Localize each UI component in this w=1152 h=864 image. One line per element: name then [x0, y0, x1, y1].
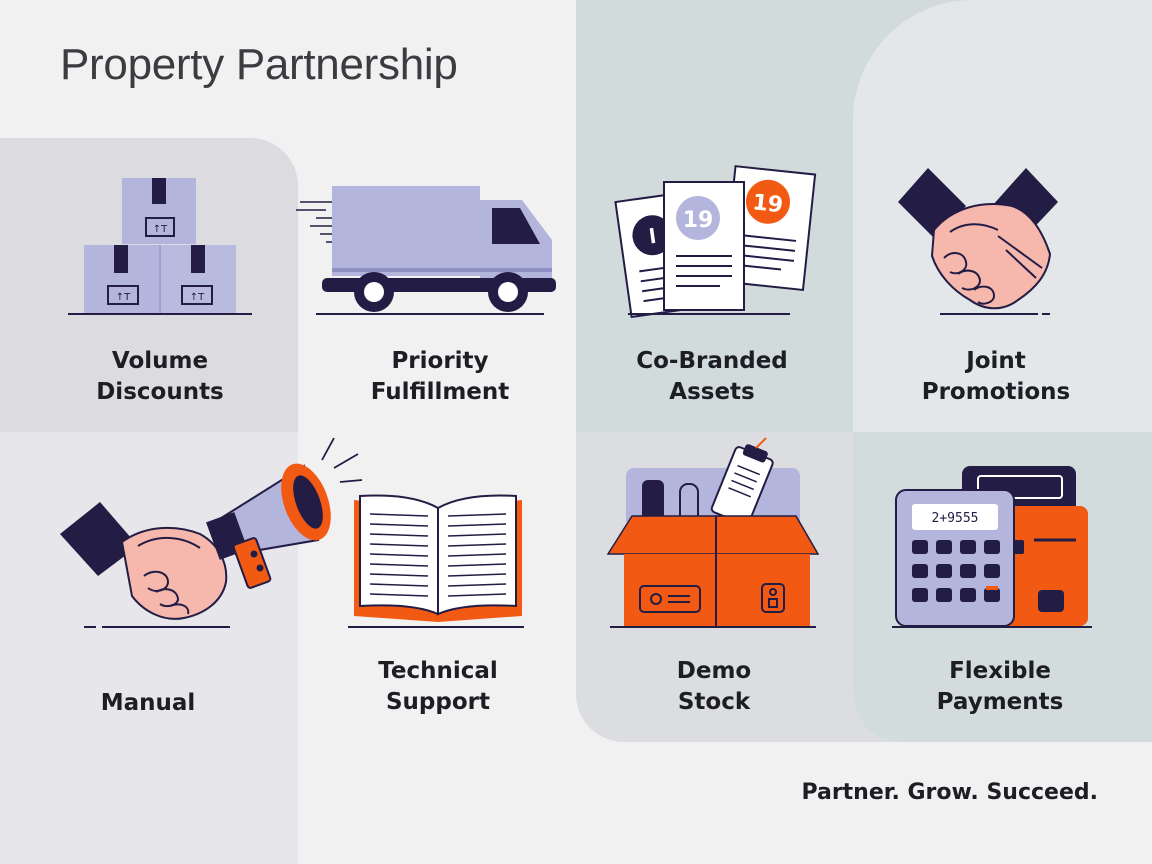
tile-label-line2: Support: [385, 689, 490, 715]
tile-label-line2: Discounts: [96, 379, 224, 405]
tile-label: Manual: [4, 688, 292, 719]
doc-mark: 19: [683, 208, 714, 233]
tile-label-line1: Joint: [966, 348, 1026, 374]
tile-label: Priority Fulfillment: [296, 346, 584, 408]
tile-label: Joint Promotions: [852, 346, 1140, 408]
box-mark: ↑T: [190, 292, 205, 303]
delivery-truck-icon: [296, 186, 556, 315]
stacked-boxes-icon: ↑T ↑T ↑T: [68, 178, 252, 315]
doc-mark: l: [648, 224, 658, 249]
tile-label-line2: Assets: [669, 379, 755, 405]
box-mark: ↑T: [153, 224, 168, 235]
doc-mark: 19: [751, 190, 784, 218]
tile-volume-discounts: ↑T ↑T ↑T Volume Discounts: [16, 150, 304, 440]
tile-co-branded-assets: l 19 19 Co-Branded Assets: [568, 150, 856, 440]
tagline: Partner. Grow. Succeed.: [801, 780, 1098, 805]
calculator-display: 2+9555: [932, 511, 979, 526]
tile-label-line2: Promotions: [921, 379, 1071, 405]
open-box-icon: [606, 437, 820, 628]
tile-label-line2: Stock: [677, 689, 751, 715]
tile-label: Flexible Payments: [856, 656, 1144, 718]
tile-label: Demo Stock: [570, 656, 858, 718]
tile-label: Technical Support: [294, 656, 582, 718]
tile-flexible-payments: 2+9555 Flexible Payments: [856, 436, 1144, 726]
tile-label-line2: Fulfillment: [370, 379, 510, 405]
calculator-icon: 2+9555: [892, 466, 1092, 628]
tile-label: Volume Discounts: [16, 346, 304, 408]
tile-technical-support: Technical Support: [294, 436, 582, 726]
tile-label-line1: Priority: [391, 348, 489, 374]
page-title: Property Partnership: [60, 40, 458, 89]
tile-label-line1: Volume: [111, 348, 209, 374]
tile-joint-promotions: Joint Promotions: [852, 150, 1140, 440]
tile-priority-fulfillment: Priority Fulfillment: [296, 150, 584, 440]
tile-label: Co-Branded Assets: [568, 346, 856, 408]
handshake-icon: [898, 168, 1058, 315]
handshake-megaphone-icon: [60, 437, 363, 628]
tile-label-line1: Technical: [378, 658, 498, 684]
documents-icon: l 19 19: [614, 165, 817, 319]
tile-label-line1: Demo: [676, 658, 752, 684]
tile-label-line2: Payments: [936, 689, 1064, 715]
open-book-icon: [348, 494, 524, 628]
tile-label-line1: Co-Branded: [636, 348, 788, 374]
tile-label-line1: Flexible: [949, 658, 1051, 684]
tile-label-line1: Manual: [100, 690, 196, 716]
tile-demo-stock: Demo Stock: [570, 436, 858, 726]
box-mark: ↑T: [116, 292, 131, 303]
tile-manual: Manual: [4, 436, 363, 726]
